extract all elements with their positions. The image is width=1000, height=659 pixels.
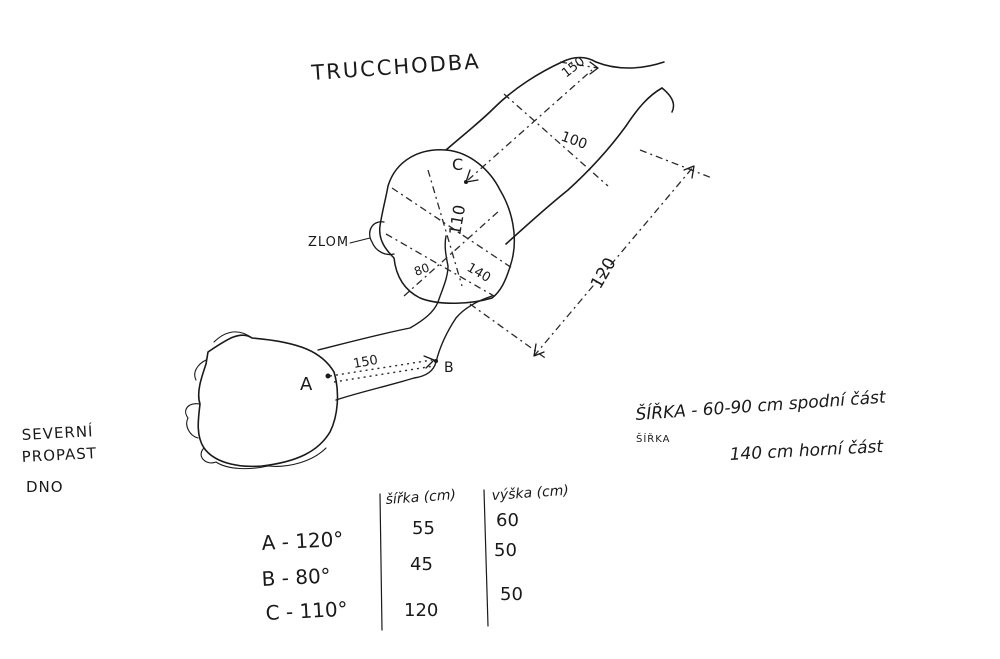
dimension-line-ab-lower xyxy=(333,365,435,383)
title: TRUCCHODBA xyxy=(310,49,482,85)
upper-passage-left-wall xyxy=(445,56,597,151)
dimension-line-80 xyxy=(403,209,501,297)
dimension-line-passage-cross xyxy=(391,187,513,269)
table-row-c-point: C - 110° xyxy=(265,597,348,625)
table-divider-2 xyxy=(483,489,489,627)
note-width-upper: 140 cm horní část xyxy=(729,437,885,465)
table-row-a-point: A - 120° xyxy=(261,527,344,555)
bottom-chamber-outline xyxy=(197,334,339,468)
dimension-110: 110 xyxy=(445,203,469,236)
dimension-line-110 xyxy=(427,169,463,287)
dimension-80: 80 xyxy=(412,260,431,278)
dimension-line-120 xyxy=(533,165,695,357)
arrowhead-150-top xyxy=(589,61,599,75)
table-row-c-width: 120 xyxy=(404,600,438,621)
upper-passage-right-wall xyxy=(505,87,663,245)
shaft-left-wall xyxy=(437,235,449,303)
zlom-leader xyxy=(349,237,371,244)
table-divider-1 xyxy=(379,493,383,631)
arrowhead-b xyxy=(423,355,435,369)
upper-passage-end xyxy=(595,61,675,113)
location-label-line2: PROPAST xyxy=(21,444,97,466)
table-row-b-width: 45 xyxy=(410,554,433,575)
dimension-100: 100 xyxy=(559,129,590,153)
table-row-b-point: B - 80° xyxy=(261,563,331,591)
connecting-passage-upper xyxy=(317,301,439,351)
note-width-upper-label: ŠÍŘKA xyxy=(636,432,670,445)
point-b-marker xyxy=(434,359,438,363)
point-c-marker xyxy=(464,180,468,184)
dimension-150-ab: 150 xyxy=(352,353,379,372)
zlom-label: ZLOM xyxy=(308,235,349,250)
table-row-a-height: 60 xyxy=(496,510,519,531)
dimension-extension-top xyxy=(639,149,713,179)
location-label-line3: DNO xyxy=(26,478,64,496)
table-header-height: výška (cm) xyxy=(491,483,569,504)
dimension-line-140 xyxy=(385,233,495,297)
arrowhead-120-top xyxy=(683,165,695,179)
dimension-140: 140 xyxy=(464,260,493,285)
dimension-line-150-ab xyxy=(329,359,433,377)
dimension-line-150-top xyxy=(559,61,599,69)
middle-chamber-outline xyxy=(378,149,516,305)
arrowhead-120-bottom xyxy=(533,343,545,357)
zlom-bump xyxy=(369,221,395,256)
table-row-b-height: 50 xyxy=(494,540,517,561)
location-label-line1: SEVERNÍ xyxy=(21,421,94,444)
bottom-chamber-rough-edge xyxy=(185,331,327,470)
dimension-line-c-arrow xyxy=(467,69,593,181)
point-a-marker xyxy=(325,373,331,379)
shaft-right-wall xyxy=(435,295,493,363)
connecting-passage-lower xyxy=(335,361,437,401)
table-row-c-height: 50 xyxy=(500,584,523,605)
point-c-label: C xyxy=(452,155,463,174)
point-a-label: A xyxy=(300,374,313,395)
dimension-line-100 xyxy=(503,93,609,187)
table-row-a-width: 55 xyxy=(412,518,435,539)
dimension-extension-bottom xyxy=(469,303,549,361)
point-b-label: B xyxy=(444,360,454,376)
note-width-lower: ŠÍŘKA - 60-90 cm spodní část xyxy=(635,385,888,425)
table-header-width: šířka (cm) xyxy=(385,487,456,508)
